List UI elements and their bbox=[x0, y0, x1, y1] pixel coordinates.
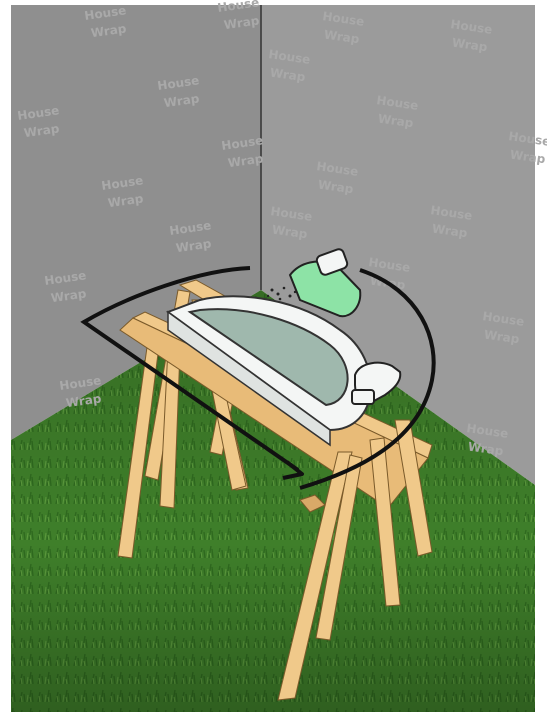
window-install-illustration: HouseWrapHouseWrapHouseWrapHouseWrapHous… bbox=[0, 0, 547, 720]
